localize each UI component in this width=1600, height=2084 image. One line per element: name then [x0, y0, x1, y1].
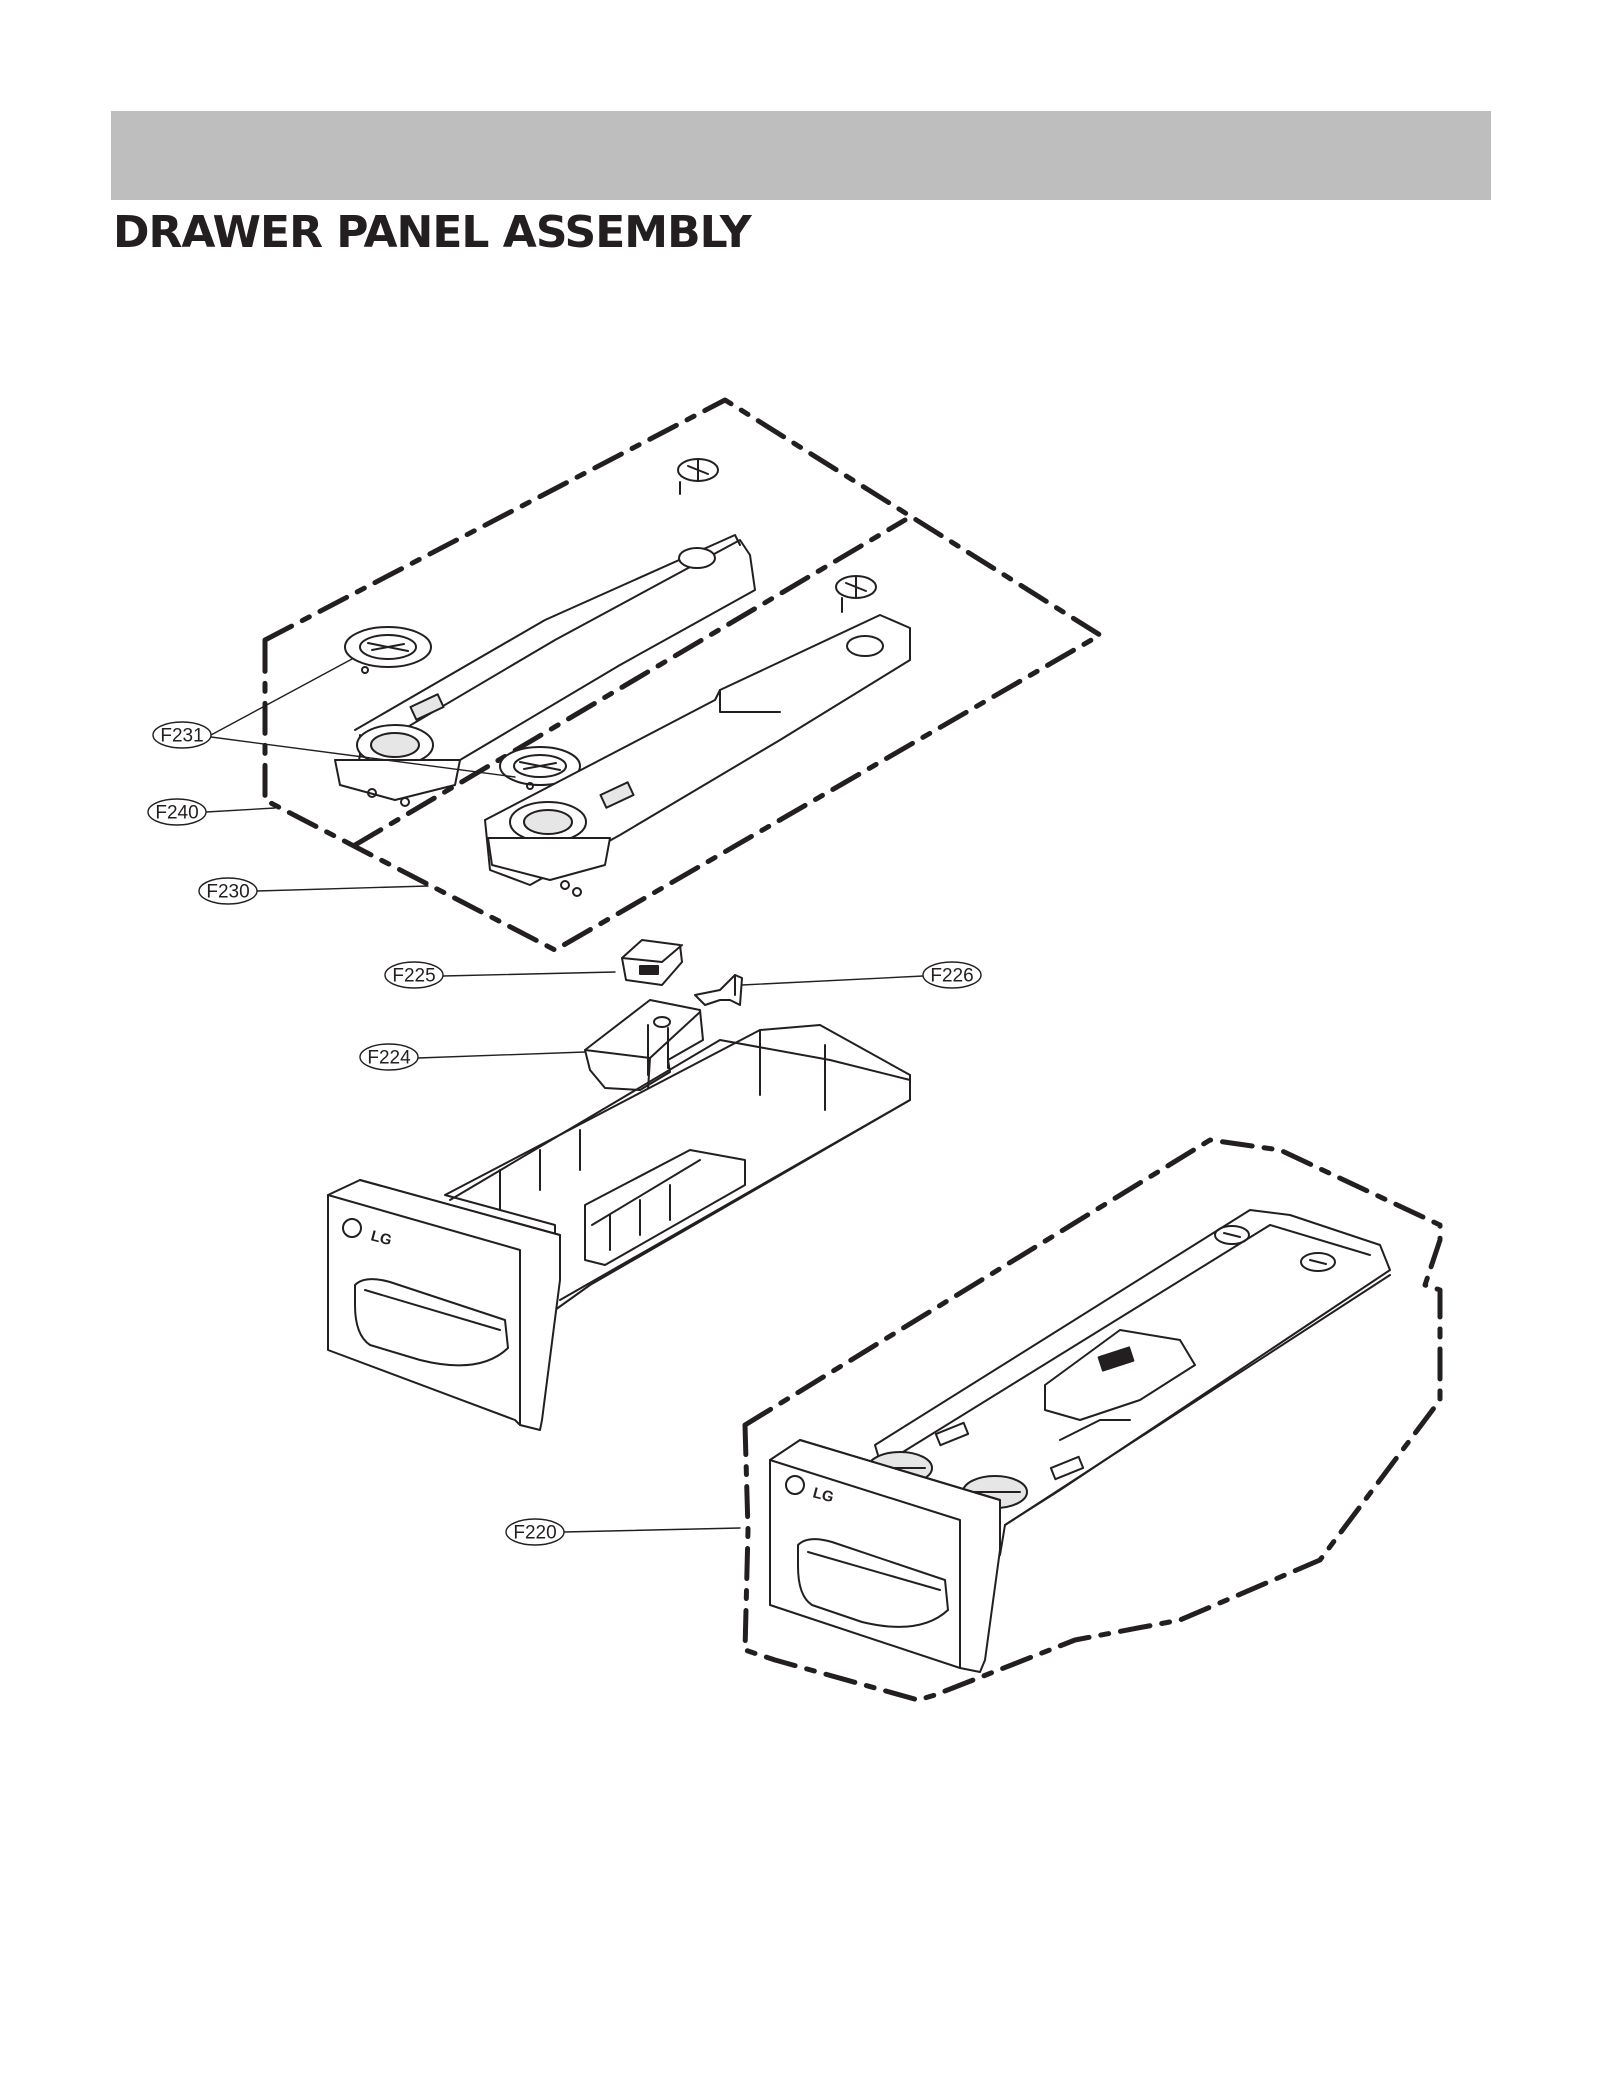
callout-F220-oval: [505, 1518, 565, 1546]
callout-F240: F240: [155, 803, 198, 824]
siphon-cap-upper: [344, 626, 432, 674]
callout-F230: F230: [206, 882, 249, 903]
page-title: DRAWER PANEL ASSEMBLY: [113, 207, 752, 258]
callout-F224: F224: [367, 1048, 411, 1069]
callout-F225-oval: [384, 961, 444, 989]
callout-F225: F225: [392, 966, 435, 987]
siphon-cap-lower: [499, 746, 581, 790]
brand-logo-right: LG: [811, 1484, 836, 1506]
detergent-cup: [584, 999, 704, 1091]
callout-F226: F226: [930, 966, 973, 987]
callout-F230-oval: [198, 877, 258, 905]
brand-logo-left: LG: [369, 1227, 394, 1249]
callout-F240-oval: [147, 798, 207, 826]
callout-F224-oval: [359, 1043, 419, 1071]
callout-F220: F220: [513, 1523, 556, 1544]
cap-knob-lower: [835, 575, 877, 613]
siphon-tray-front: [484, 614, 911, 897]
float-cap: [621, 939, 683, 986]
callout-F226-oval: [922, 961, 982, 989]
header-bar: [111, 111, 1491, 200]
group-boundary-lower: [742, 1137, 1443, 1703]
siphon-tray-back: [334, 534, 756, 807]
dispenser-drawer-assembly: LG: [327, 1024, 911, 1431]
leader-lines: [205, 658, 924, 1533]
callout-F231: F231: [160, 726, 203, 747]
lever-clip: [694, 974, 743, 1006]
group-boundary-inner: [352, 517, 908, 848]
drawer-panel-assembly-complete: LG: [769, 1209, 1391, 1673]
callout-F231-oval: [152, 721, 212, 749]
cap-knob-upper: [677, 458, 719, 495]
group-boundary-upper: [262, 397, 1103, 953]
